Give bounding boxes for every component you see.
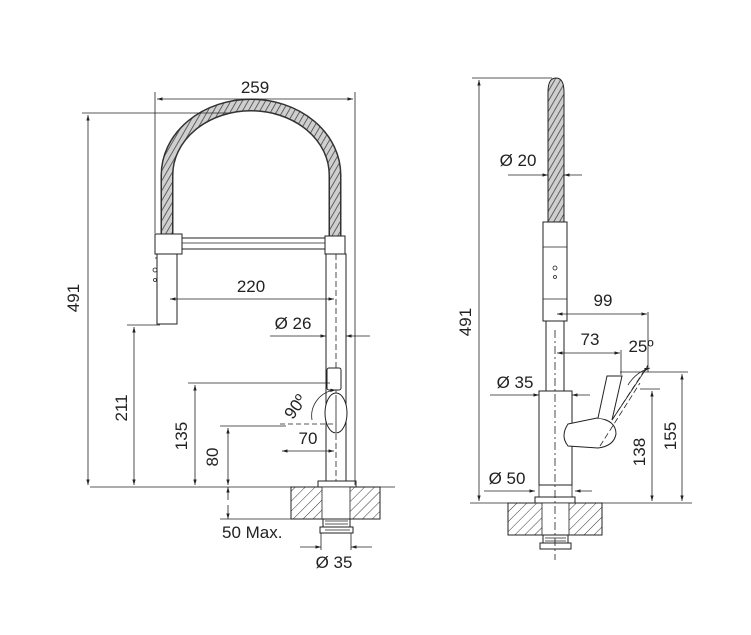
side-dim-o20-label: Ø 20: [500, 151, 537, 170]
front-threaded-shank: [319, 518, 354, 534]
front-hose-holder: [324, 235, 346, 255]
front-view: 259 491 220 Ø 26 211 135: [64, 78, 395, 572]
front-dim-211-label: 211: [112, 394, 131, 421]
side-dim-155-label: 155: [661, 422, 680, 450]
front-spout-bar: [179, 237, 329, 250]
side-dim-25-label: 25º: [628, 337, 653, 356]
side-dim-99-label: 99: [594, 291, 613, 310]
front-dim-o35-label: Ø 35: [316, 553, 353, 572]
side-dim-lever-pivot-height: 138: [630, 388, 660, 501]
side-dim-overall-height: 491: [456, 77, 552, 501]
front-dim-spout-reach: 220: [170, 277, 334, 301]
front-dim-o26-label: Ø 26: [275, 314, 312, 333]
side-lever: [563, 364, 649, 449]
side-threaded-shank: [539, 534, 572, 550]
front-lever: [324, 367, 348, 434]
front-dim-body-diameter: Ø 26: [270, 314, 370, 338]
front-base-flange: [317, 480, 357, 488]
side-dim-lever-angle: 25º: [627, 337, 654, 386]
side-dim-491-label: 491: [456, 308, 475, 336]
side-dim-73-label: 73: [581, 330, 600, 349]
front-deck-section: [290, 486, 381, 520]
side-dim-138-label: 138: [630, 438, 649, 466]
side-spray-head: [542, 221, 568, 322]
front-dim-lever-offset: 70: [282, 429, 334, 453]
front-dim-90-label: 90º: [281, 391, 311, 422]
front-dim-spray-head-height: 211: [112, 324, 160, 485]
front-dim-220-label: 220: [237, 277, 265, 296]
side-dim-base-diameter: Ø 50: [484, 469, 592, 493]
front-dim-base-height: 80: [203, 425, 286, 485]
front-dim-80-label: 80: [203, 448, 222, 467]
front-dim-lever-height: 135: [172, 382, 330, 485]
side-view: 491 Ø 20 99 73 25º Ø 35: [456, 77, 692, 560]
front-spray-head: [152, 233, 183, 325]
front-spring-hose: [160, 98, 342, 238]
side-dim-spray-reach: 99: [557, 291, 649, 372]
front-dim-50max-label: 50 Max.: [222, 523, 282, 542]
front-dim-70-label: 70: [299, 429, 318, 448]
front-dim-135-label: 135: [172, 422, 191, 450]
front-dim-hole-diameter: Ø 35: [300, 533, 372, 572]
side-dim-o35-label: Ø 35: [497, 373, 534, 392]
side-spring-hose: [547, 77, 565, 223]
front-dim-overall-height: 491: [64, 112, 230, 485]
front-dim-deck-thickness: 50 Max.: [220, 487, 292, 542]
front-dim-overall-width: 259: [154, 78, 356, 485]
front-dim-259-label: 259: [241, 78, 269, 97]
side-dim-hose-diameter: Ø 20: [500, 151, 582, 177]
front-dim-491-label: 491: [64, 284, 83, 312]
side-dim-o50-label: Ø 50: [489, 469, 526, 488]
side-dim-lever-reach: 73: [557, 330, 622, 375]
side-dim-lever-top-height: 155: [620, 371, 688, 501]
side-dim-body-diameter: Ø 35: [490, 373, 590, 397]
